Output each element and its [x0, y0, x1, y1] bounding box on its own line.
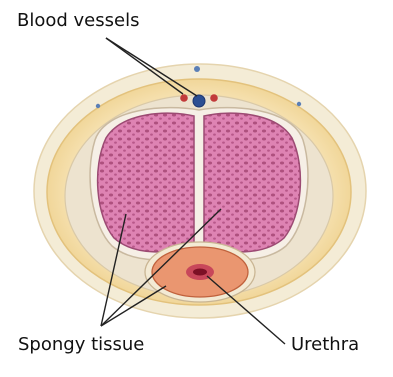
urethra-label: Urethra — [291, 336, 359, 354]
vessel-blue-center — [193, 95, 205, 107]
spongy-tissue-label: Spongy tissue — [18, 336, 144, 354]
surface-vessel — [297, 102, 301, 106]
blood-vessels-label: Blood vessels — [17, 12, 139, 30]
surface-vessel — [96, 104, 100, 108]
right-spongy-body — [204, 113, 300, 252]
left-spongy-body — [98, 113, 194, 252]
urethra-lumen — [193, 269, 207, 276]
vessel-red-right — [210, 94, 218, 102]
surface-vessel — [194, 66, 200, 72]
vessel-red-left — [180, 94, 188, 102]
